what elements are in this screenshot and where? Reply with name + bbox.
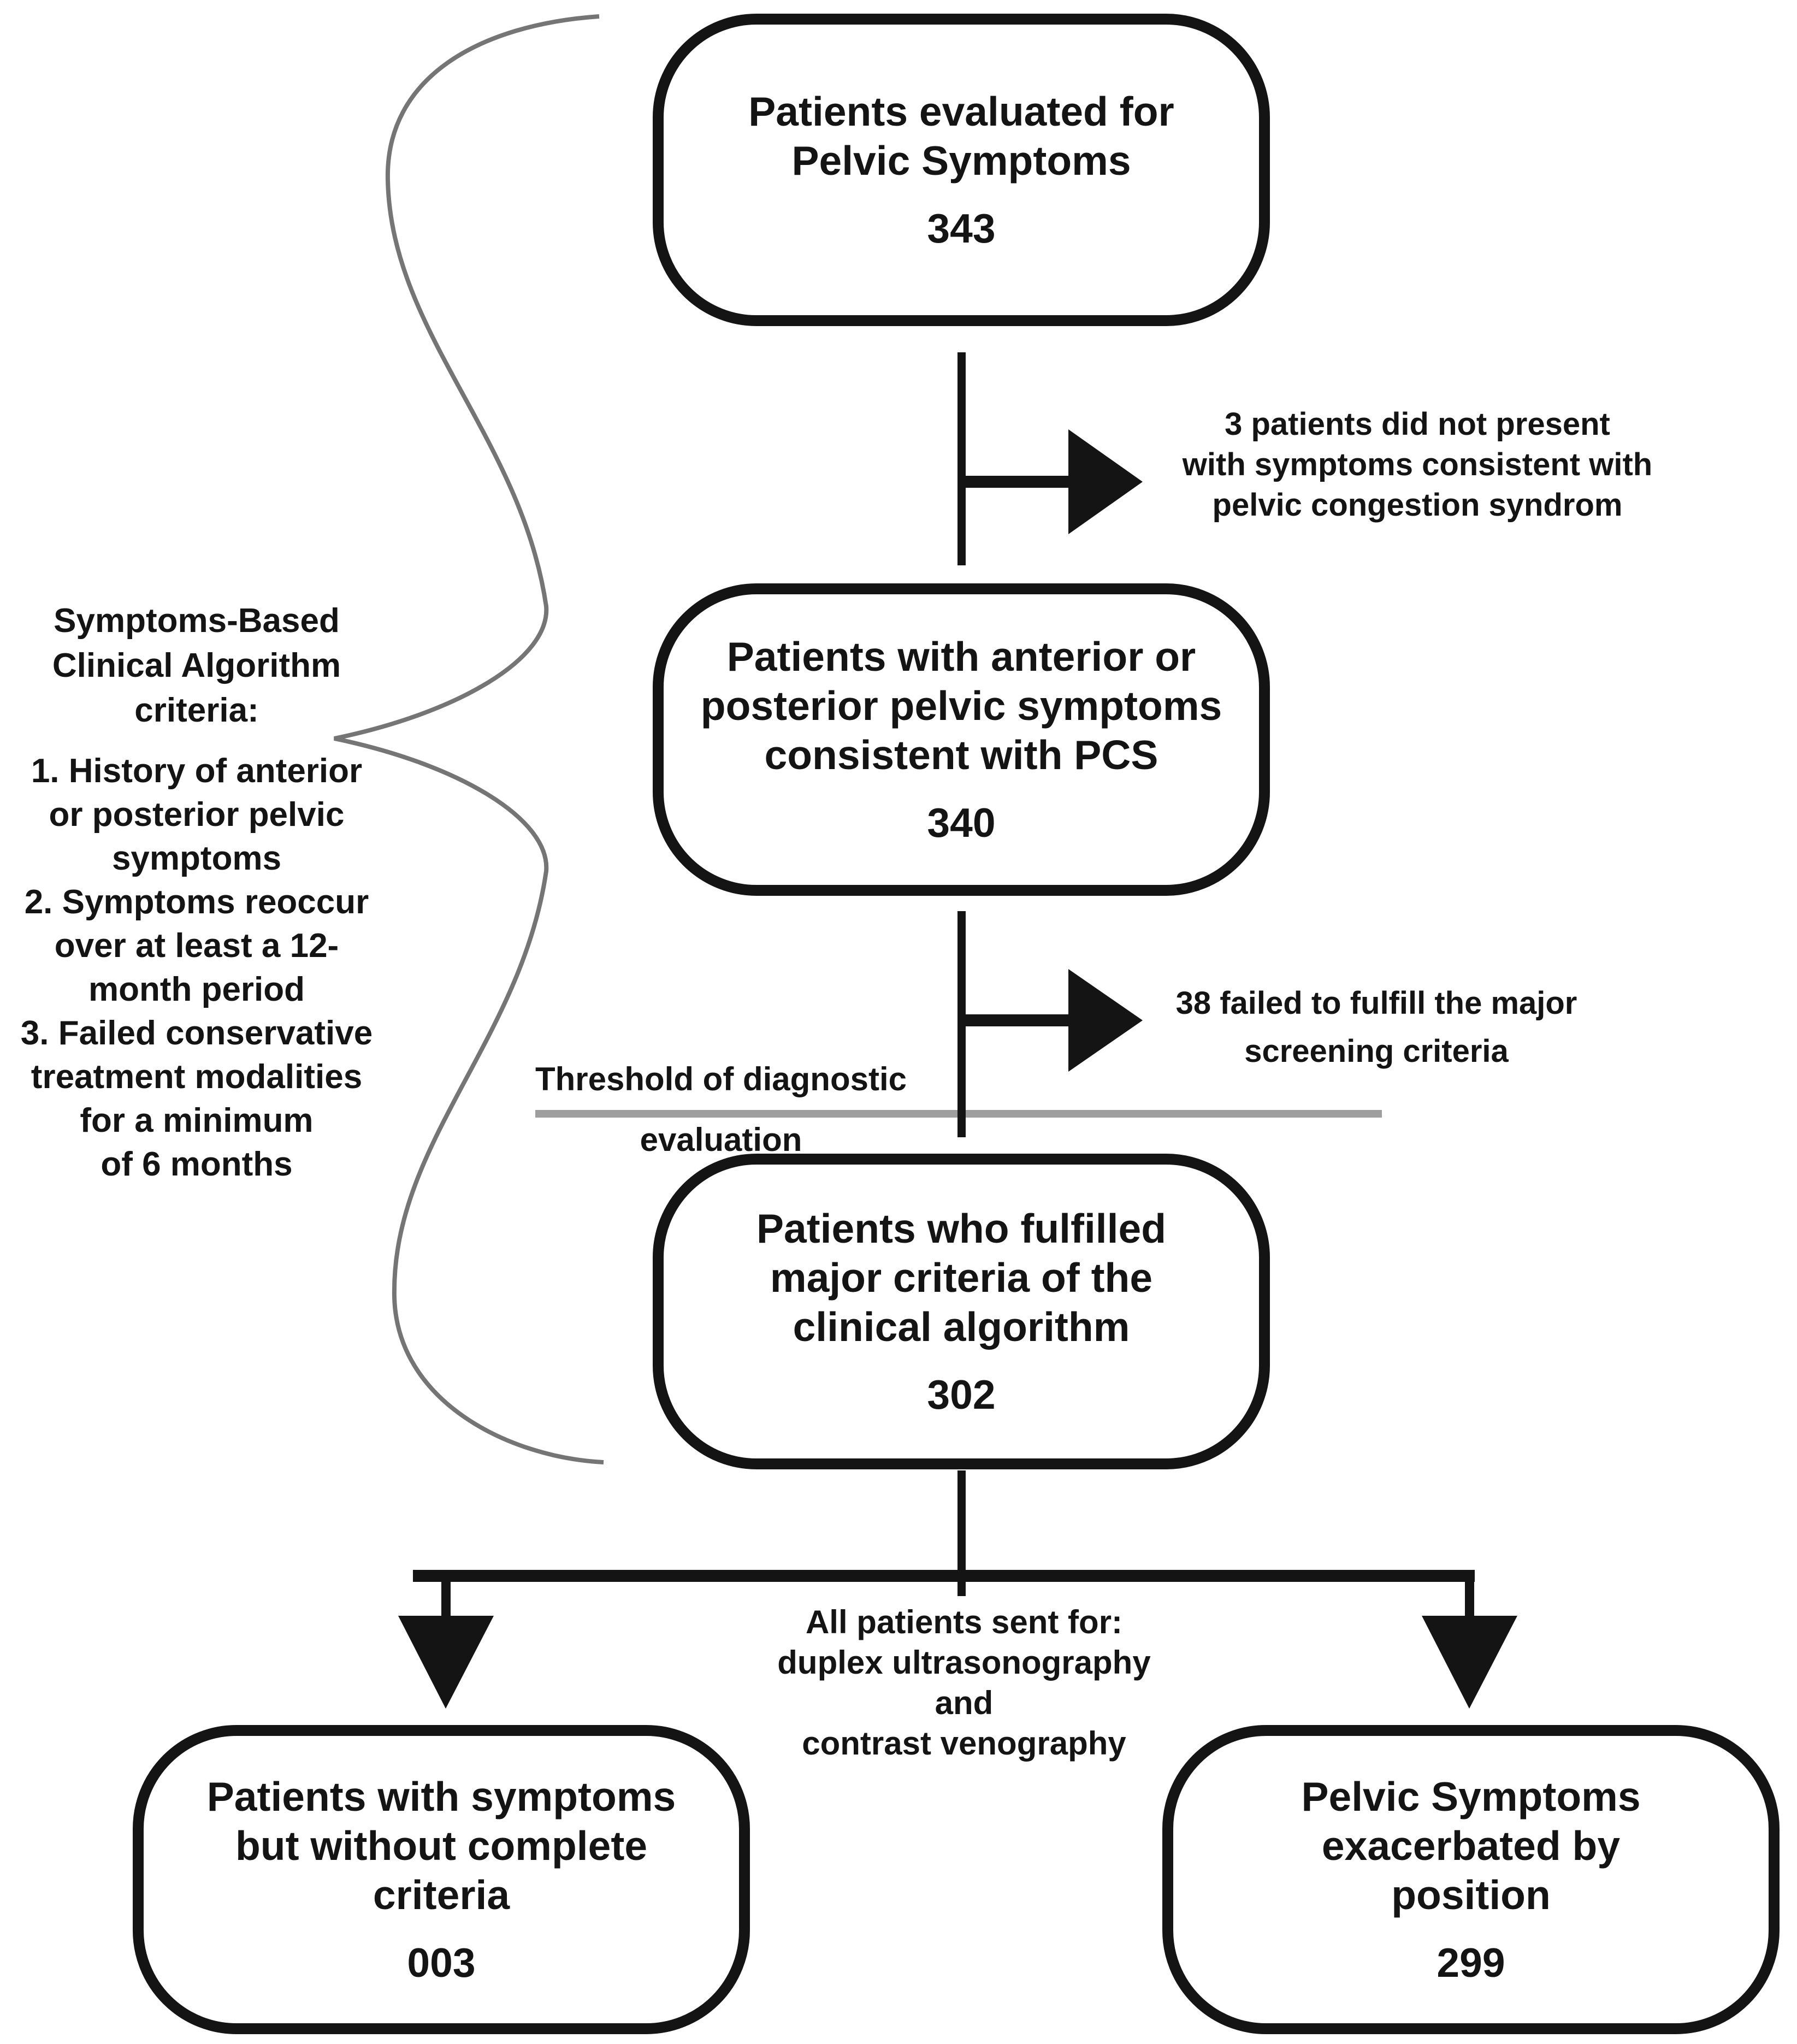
exclusion-text-line: 38 failed to fulfill the major [1175, 985, 1577, 1021]
criteria-heading-line: Symptoms-Based [54, 602, 340, 640]
criteria-list-line: symptoms [111, 840, 282, 877]
connector-line-bottom [957, 1470, 966, 1571]
criteria-note: Symptoms-Based Clinical Algorithm criter… [14, 599, 380, 1186]
curly-brace-curve [334, 14, 604, 1464]
branch-horizontal-bar [413, 1570, 1475, 1582]
criteria-heading: Symptoms-Based Clinical Algorithm criter… [14, 599, 380, 733]
sent-for-line: duplex ultrasonography [777, 1644, 1151, 1681]
criteria-list-line: 1. History of anterior [31, 752, 363, 790]
exclusion-text-line: with symptoms consistent with [1182, 447, 1653, 482]
criteria-list-line: 2. Symptoms reoccur [24, 883, 369, 921]
sent-for-line: contrast venography [802, 1725, 1126, 1762]
node-text-line: clinical algorithm [793, 1304, 1130, 1350]
branch-left-arrowhead-icon [398, 1616, 494, 1709]
criteria-heading-line: criteria: [134, 692, 259, 729]
node-text-line: major criteria of the [770, 1255, 1153, 1301]
node-text-line: Patients evaluated for [748, 88, 1174, 134]
branch-right-arrowhead-icon [1422, 1616, 1517, 1709]
criteria-list-line: of 6 months [101, 1145, 293, 1183]
branch-right-stem [1465, 1582, 1474, 1619]
exclusion-text-line: 3 patients did not present [1225, 406, 1610, 442]
node-text-line: but without complete [235, 1823, 648, 1869]
criteria-list-line: month period [88, 971, 305, 1008]
node-fulfilled-major-criteria: Patients who fulfilled major criteria of… [653, 1154, 1270, 1469]
exclusion-arrow-1-head-icon [1068, 429, 1143, 534]
branch-center-stub [957, 1582, 966, 1596]
node-count: 340 [927, 800, 996, 846]
node-count: 343 [927, 205, 996, 251]
criteria-list-line: over at least a 12- [54, 927, 339, 965]
exclusion-note-2: 38 failed to fulfill the major screening… [1114, 979, 1639, 1076]
node-count: 003 [407, 1940, 476, 1986]
node-text-line: Pelvic Symptoms [791, 138, 1131, 184]
threshold-label-line-2: evaluation [475, 1121, 967, 1159]
node-text-line: exacerbated by [1321, 1823, 1621, 1869]
threshold-text: Threshold of diagnostic [535, 1061, 907, 1097]
node-text-line: criteria [373, 1872, 510, 1918]
criteria-list-line: 3. Failed conservative [20, 1014, 373, 1052]
node-text-line: Pelvic Symptoms [1301, 1774, 1641, 1819]
node-exacerbated-by-position: Pelvic Symptoms exacerbated by position … [1162, 1725, 1780, 2034]
node-text-line: Patients who fulfilled [756, 1206, 1167, 1251]
node-text-line: posterior pelvic symptoms [700, 683, 1222, 729]
sent-for-line: All patients sent for: [805, 1604, 1123, 1640]
exclusion-text-line: pelvic congestion syndrom [1212, 487, 1623, 523]
node-text-line: consistent with PCS [764, 732, 1158, 778]
node-text-line: Patients with anterior or [726, 634, 1196, 680]
sent-for-line: and [935, 1685, 994, 1721]
node-text-line: Patients with symptoms [206, 1774, 676, 1819]
node-without-complete-criteria: Patients with symptoms but without compl… [133, 1725, 750, 2034]
threshold-text: evaluation [640, 1121, 802, 1158]
threshold-label-line-1: Threshold of diagnostic [475, 1060, 967, 1098]
criteria-list: 1. History of anterior or posterior pelv… [14, 749, 380, 1186]
exclusion-note-1: 3 patients did not present with symptoms… [1158, 404, 1677, 525]
criteria-list-line: for a minimum [80, 1102, 314, 1139]
branch-left-stem [441, 1582, 451, 1619]
node-text-line: position [1391, 1872, 1551, 1918]
node-count: 299 [1437, 1940, 1505, 1986]
sent-for-note: All patients sent for: duplex ultrasonog… [683, 1602, 1245, 1764]
connector-line-top [957, 352, 966, 565]
node-count: 302 [927, 1372, 996, 1417]
exclusion-arrow-2-head-icon [1068, 969, 1143, 1072]
criteria-list-line: treatment modalities [31, 1058, 363, 1096]
criteria-heading-line: Clinical Algorithm [52, 647, 341, 684]
criteria-list-line: or posterior pelvic [49, 796, 345, 834]
exclusion-arrow-2-stem [961, 1014, 1071, 1026]
exclusion-arrow-1-stem [961, 476, 1071, 488]
node-patients-evaluated: Patients evaluated for Pelvic Symptoms 3… [653, 14, 1270, 326]
node-consistent-with-pcs: Patients with anterior or posterior pelv… [653, 583, 1270, 896]
exclusion-text-line: screening criteria [1244, 1033, 1509, 1069]
